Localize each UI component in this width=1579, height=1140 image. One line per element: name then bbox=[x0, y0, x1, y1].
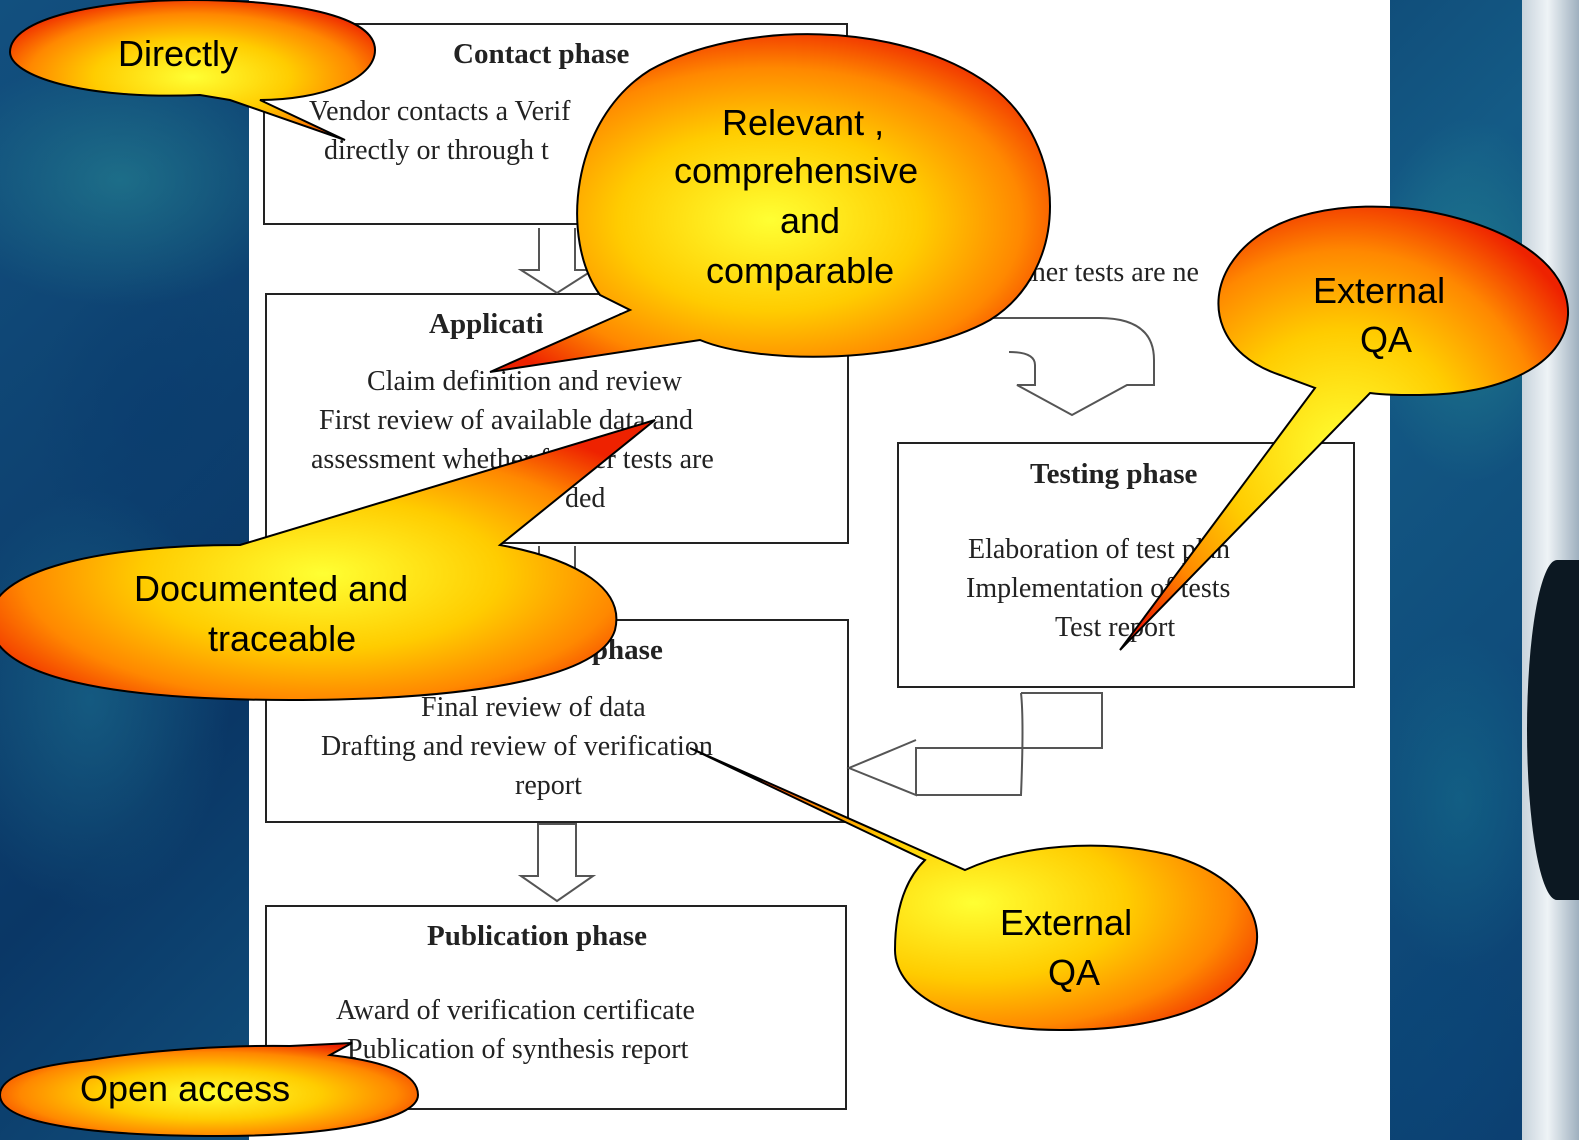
publication-phase-line-2: Publication of synthesis report bbox=[347, 1034, 689, 1065]
contact-phase-title: Contact phase bbox=[453, 38, 630, 70]
publication-phase-title: Publication phase bbox=[427, 920, 647, 952]
arrow-testing-to-assessment bbox=[846, 692, 1103, 797]
callout-relevant-text-4: comparable bbox=[706, 250, 895, 291]
testing-phase-box bbox=[897, 442, 1355, 688]
assessment-phase-line-3: report bbox=[515, 770, 582, 801]
arrow-assessment-to-publication bbox=[517, 823, 597, 903]
contact-phase-line-2: directly or through t bbox=[324, 135, 549, 166]
whale-dark-patch bbox=[1527, 560, 1579, 900]
publication-phase-box bbox=[265, 905, 847, 1110]
callout-documented-text-2: traceable bbox=[208, 618, 357, 659]
callout-external-qa-bottom-text-2: QA bbox=[1048, 952, 1101, 993]
callout-open-access-text: Open access bbox=[80, 1068, 291, 1109]
arrow-to-testing bbox=[850, 317, 1155, 417]
callout-relevant-text-3: and bbox=[780, 200, 841, 241]
testing-phase-line-3: Test report bbox=[1055, 612, 1176, 643]
callout-relevant-text-2: comprehensive bbox=[674, 150, 919, 191]
application-phase-line-1: Claim definition and review bbox=[367, 366, 682, 397]
application-phase-title: Applicati bbox=[429, 308, 544, 340]
publication-phase-line-1: Award of verification certificate bbox=[336, 995, 695, 1026]
contact-phase-line-1: Vendor contacts a Verif bbox=[309, 96, 571, 127]
assessment-phase-line-1: Final review of data bbox=[421, 692, 646, 723]
callout-external-qa-bottom bbox=[689, 747, 1259, 1032]
callout-external-qa-top bbox=[1119, 205, 1570, 651]
testing-phase-title: Testing phase bbox=[1030, 458, 1198, 490]
callout-directly bbox=[8, 0, 377, 141]
callout-relevant bbox=[489, 33, 1051, 373]
callout-relevant-text-1: Relevant , bbox=[722, 102, 885, 143]
callout-documented-text-1: Documented and bbox=[134, 568, 409, 609]
arrow-contact-to-application bbox=[517, 228, 597, 295]
callout-open-access bbox=[0, 1042, 420, 1138]
branch-label: ther tests are ne bbox=[1024, 257, 1199, 288]
callout-external-qa-bottom-text-1: External bbox=[1000, 902, 1133, 943]
callout-documented bbox=[0, 419, 656, 702]
callout-directly-text: Directly bbox=[118, 33, 239, 74]
callout-external-qa-top-text-2: QA bbox=[1360, 319, 1413, 360]
assessment-phase-line-2: Drafting and review of verification bbox=[321, 731, 713, 762]
callout-external-qa-top-text-1: External bbox=[1313, 270, 1446, 311]
